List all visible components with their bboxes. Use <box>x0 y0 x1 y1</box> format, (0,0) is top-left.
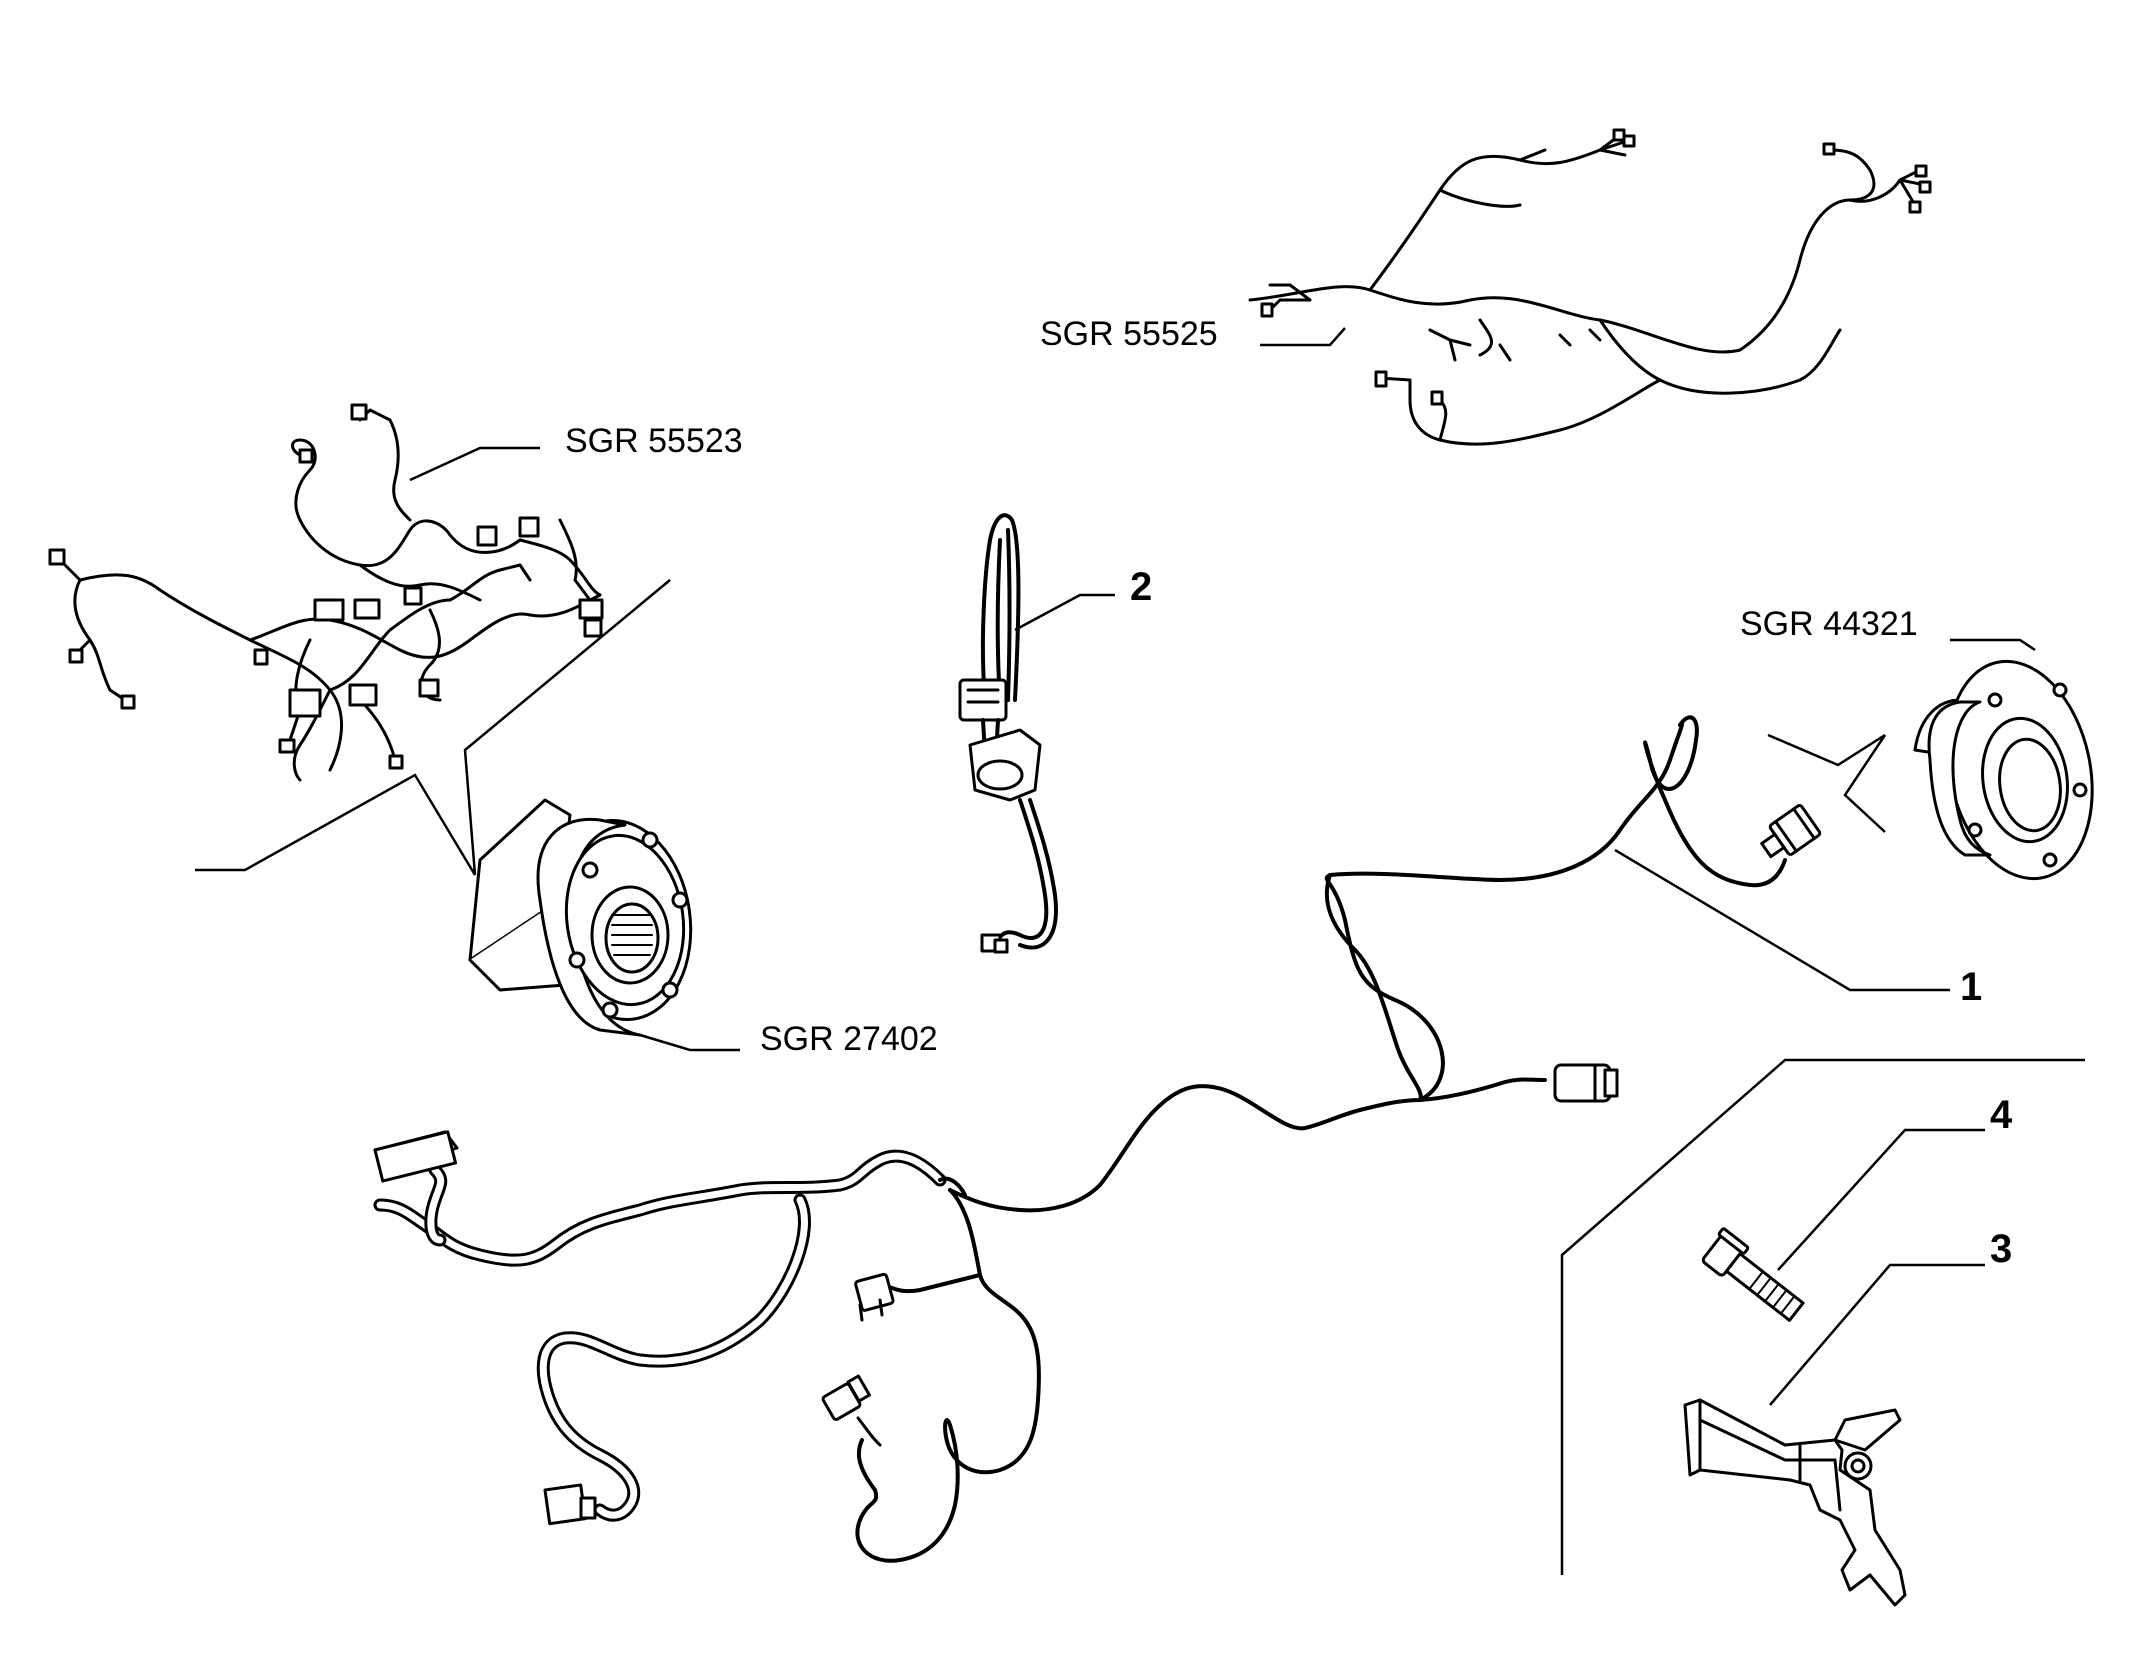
abs-wiring-harness-part-1: 1 <box>373 715 1982 1563</box>
label-part-4: 4 <box>1990 1093 2013 1137</box>
label-sgr-55525: SGR 55525 <box>1040 315 1218 353</box>
label-part-1: 1 <box>1960 965 1982 1009</box>
label-sgr-27402: SGR 27402 <box>760 1020 938 1058</box>
label-sgr-55523: SGR 55523 <box>565 422 743 460</box>
front-wiring-harness-sgr-55523: SGR 55523 <box>48 403 743 876</box>
harness-connector-large <box>373 1130 459 1183</box>
abs-sensor-cable-part-2: 2 <box>958 513 1152 954</box>
label-sgr-44321: SGR 44321 <box>1740 605 1918 643</box>
front-wheel-hub-sgr-27402: SGR 27402 <box>468 798 938 1058</box>
harness-connector-small-b <box>821 1374 882 1447</box>
inset-bracket-bolt <box>1560 1058 2085 1575</box>
bracket-part-3: 3 <box>1683 1227 2012 1607</box>
rear-wiring-harness-sgr-55525: SGR 55525 <box>1040 128 1932 446</box>
label-part-2: 2 <box>1130 565 1152 609</box>
harness-connector-small-a <box>854 1272 895 1322</box>
label-part-3: 3 <box>1990 1227 2012 1271</box>
bolt-part-4: 4 <box>1701 1093 2013 1322</box>
rear-wheel-hub-sgr-44321: SGR 44321 <box>1740 605 2094 881</box>
